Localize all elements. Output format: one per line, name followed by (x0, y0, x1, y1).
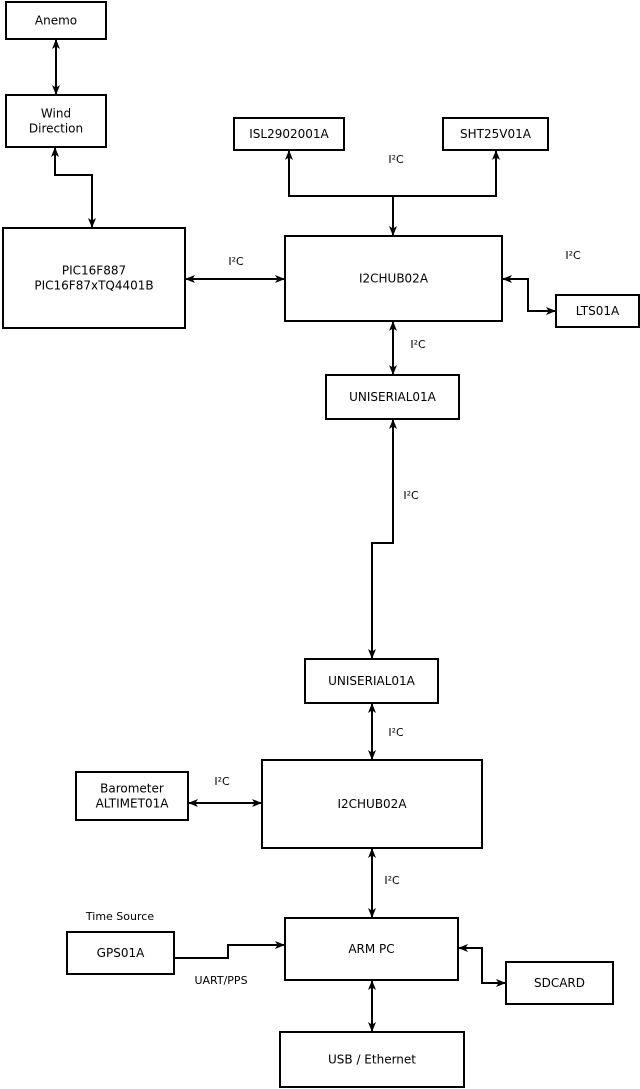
node-gps[interactable]: GPS01A (66, 931, 175, 975)
node-box[interactable] (304, 658, 439, 704)
time-source-label: Time Source (85, 910, 154, 923)
edge-hubbot-armpc: I²C (368, 848, 400, 918)
edge-line (458, 944, 506, 987)
node-label-anemo: Anemo (35, 13, 77, 27)
edge-label-hubtop-sht: I²C (388, 153, 404, 166)
edge-line (51, 147, 96, 228)
node-box[interactable] (284, 917, 459, 981)
free-labels-layer: Time Source (85, 910, 154, 923)
node-box[interactable] (66, 931, 175, 975)
node-label-hub-bot: I2CHUB02A (337, 797, 407, 811)
node-label-hub-top: I2CHUB02A (359, 271, 429, 285)
edge-hubtop-isl (285, 150, 393, 197)
edge-pic-hubtop: I²C (185, 255, 285, 283)
node-label-lts: LTS01A (576, 304, 620, 318)
edge-gps-armpc: UART/PPS (174, 941, 285, 987)
edge-label-hubtop-lts: I²C (565, 249, 581, 262)
node-label-uniserial-1: UNISERIAL01A (349, 390, 437, 404)
edge-label-uniserial2-hubbot: I²C (388, 726, 404, 739)
node-usb-eth[interactable]: USB / Ethernet (279, 1031, 465, 1088)
node-sht[interactable]: SHT25V01A (442, 117, 549, 151)
edge-label-gps-armpc: UART/PPS (194, 974, 247, 987)
edge-label-barometer-hubbot: I²C (214, 775, 230, 788)
node-box[interactable] (233, 117, 345, 151)
edge-uniserial2-hubbot: I²C (368, 703, 404, 760)
node-box[interactable] (325, 374, 460, 420)
node-box[interactable] (284, 235, 503, 322)
node-label-usb-eth: USB / Ethernet (328, 1052, 416, 1066)
node-label-sht: SHT25V01A (460, 127, 532, 141)
node-sdcard[interactable]: SDCARD (505, 961, 614, 1005)
node-hub-bot[interactable]: I2CHUB02A (261, 759, 483, 849)
node-box[interactable] (442, 117, 549, 151)
edge-label-hubtop-uniserial1: I²C (410, 338, 426, 351)
node-uniserial-2[interactable]: UNISERIAL01A (304, 658, 439, 704)
edge-line (368, 419, 397, 659)
edge-barometer-hubbot: I²C (188, 775, 262, 807)
node-hub-top[interactable]: I2CHUB02A (284, 235, 503, 322)
node-box[interactable] (505, 961, 614, 1005)
node-box[interactable] (5, 94, 107, 148)
node-label-uniserial-2: UNISERIAL01A (328, 674, 416, 688)
node-box[interactable] (2, 227, 186, 329)
edge-armpc-sdcard (458, 944, 506, 987)
edge-line (393, 150, 500, 197)
node-box[interactable] (5, 1, 107, 40)
node-label-arm-pc: ARM PC (348, 942, 394, 956)
node-arm-pc[interactable]: ARM PC (284, 917, 459, 981)
node-label-sdcard: SDCARD (534, 976, 585, 990)
node-uniserial-1[interactable]: UNISERIAL01A (325, 374, 460, 420)
edge-line (174, 941, 285, 959)
edge-label-pic-hubtop: I²C (228, 255, 244, 268)
edge-hubtop-uniserial1: I²C (389, 321, 426, 375)
node-box[interactable] (279, 1031, 465, 1088)
node-label-isl: ISL2902001A (249, 127, 329, 141)
edge-line (502, 275, 556, 315)
edge-label-hubbot-armpc: I²C (384, 874, 400, 887)
node-isl[interactable]: ISL2902001A (233, 117, 345, 151)
node-box[interactable] (261, 759, 483, 849)
edge-hubtop-lts: I²C (502, 249, 581, 315)
edge-winddir-pic (51, 147, 96, 228)
edge-line (285, 150, 393, 197)
edge-uniserial1-uniserial2: I²C (368, 419, 419, 659)
node-label-gps: GPS01A (97, 946, 145, 960)
edge-label-uniserial1-uniserial2: I²C (403, 489, 419, 502)
node-anemo[interactable]: Anemo (5, 1, 107, 40)
node-lts[interactable]: LTS01A (555, 294, 640, 328)
edges-layer: I²C I²C I²C I²C I²C I²C I²C I²C UART/PPS (51, 39, 581, 1032)
node-box[interactable] (75, 771, 189, 821)
node-box[interactable] (555, 294, 640, 328)
edge-hubtop-sht: I²C (388, 150, 500, 197)
